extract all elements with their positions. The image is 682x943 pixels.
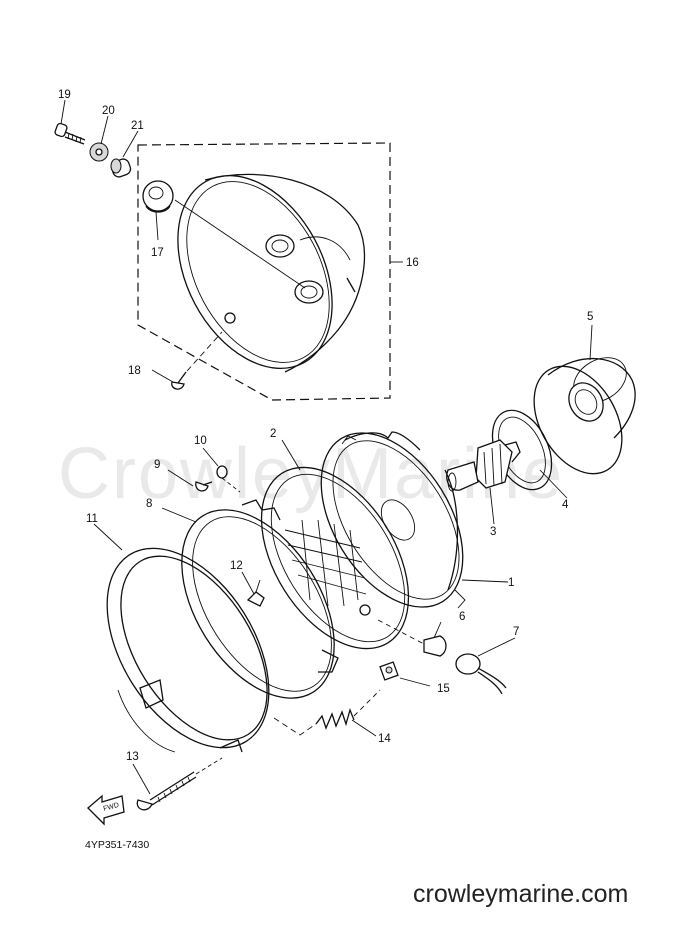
screw-9 — [195, 481, 213, 492]
screw-18-line — [186, 331, 223, 372]
part-label-13: 13 — [126, 751, 139, 763]
part-label-15: 15 — [437, 683, 450, 695]
part-label-9: 9 — [154, 459, 160, 471]
housing-hole-lower-inner — [300, 285, 318, 299]
socket-6 — [377, 619, 447, 657]
nut-10 — [216, 465, 241, 493]
screw-18 — [171, 371, 187, 390]
washer-20 — [89, 142, 109, 162]
bolt-19 — [54, 122, 86, 145]
screw-13 — [136, 757, 223, 811]
collar-21 — [110, 158, 132, 178]
part-label-7: 7 — [513, 626, 519, 638]
part-label-3: 3 — [490, 526, 496, 538]
part-label-20: 20 — [102, 105, 115, 117]
housing-hole-upper-inner — [271, 239, 289, 253]
housing-contour — [299, 236, 351, 261]
part-label-2: 2 — [270, 428, 276, 440]
part-label-8: 8 — [146, 498, 152, 510]
nut-15 — [379, 661, 399, 681]
headlight-body-1 — [320, 431, 466, 609]
housing-rim — [177, 174, 333, 370]
rim-mount-8 — [181, 499, 339, 699]
part-label-19: 19 — [58, 89, 71, 101]
part-label-4: 4 — [562, 499, 569, 511]
spring-14 — [273, 689, 381, 736]
bulb-cover-5 — [533, 357, 636, 475]
housing-group — [137, 142, 391, 401]
part-label-18: 18 — [128, 365, 141, 377]
leader-lines — [60, 99, 593, 795]
housing-bounding-box — [137, 142, 391, 401]
footer-site-link[interactable]: crowleymarine.com — [413, 880, 628, 908]
fwd-arrow-icon: FWD — [87, 794, 125, 826]
outer-rim-11 — [106, 547, 270, 753]
part-label-12: 12 — [230, 560, 243, 572]
diagram-code: 4YP351-7430 — [85, 839, 149, 851]
part-label-21: 21 — [131, 120, 144, 132]
part-label-10: 10 — [194, 435, 207, 447]
fwd-arrow-label: FWD — [103, 802, 120, 813]
part-label-11: 11 — [86, 513, 98, 525]
lens-unit-2 — [260, 466, 410, 650]
housing-screw-hole — [224, 312, 236, 324]
lamp-7 — [455, 653, 507, 695]
housing-dome — [204, 173, 365, 373]
grommet-17 — [142, 180, 174, 213]
housing-rim-inner — [186, 181, 330, 363]
housing-slot — [346, 277, 356, 293]
housing-hole-upper — [265, 234, 295, 258]
part-label-5: 5 — [587, 311, 593, 323]
hardware-alignment-line — [174, 199, 306, 289]
part-label-17: 17 — [151, 247, 164, 259]
part-label-6: 6 — [459, 611, 465, 623]
part-label-16: 16 — [406, 257, 419, 269]
wire-clip-12 — [246, 579, 265, 607]
part-label-14: 14 — [378, 733, 391, 745]
part-label-1: 1 — [508, 577, 514, 589]
